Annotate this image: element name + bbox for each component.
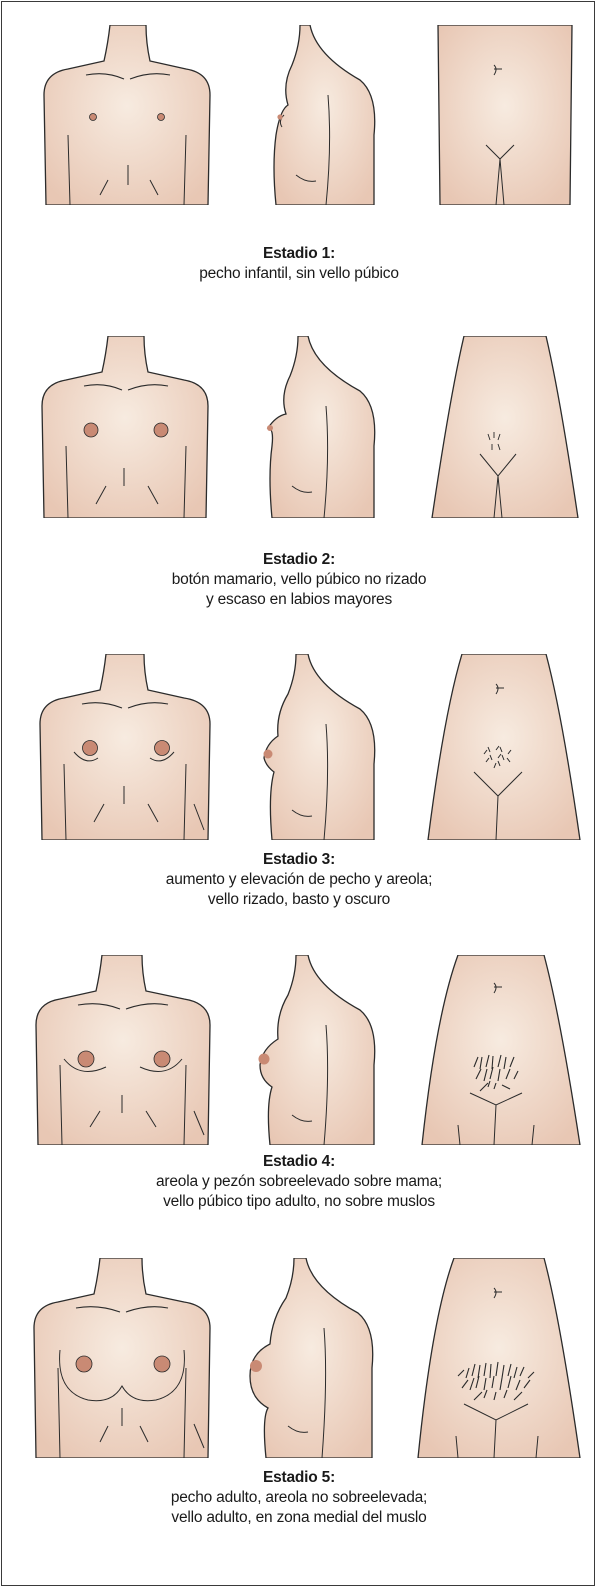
stage-2-desc-line-1: botón mamario, vello púbico no rizado — [0, 570, 598, 590]
stage-5-pubic — [414, 1258, 584, 1458]
stage-5-chest-front — [28, 1258, 216, 1458]
stage-3-desc-line-2: vello rizado, basto y oscuro — [0, 890, 598, 910]
stage-4-title: Estadio 4: — [0, 1152, 598, 1172]
stage-5-desc-line-1: pecho adulto, areola no sobreelevada; — [0, 1488, 598, 1508]
stage-4-desc-line-1: areola y pezón sobreelevado sobre mama; — [0, 1172, 598, 1192]
stage-1-desc-line-1: pecho infantil, sin vello púbico — [0, 264, 598, 284]
stage-3-chest-front — [34, 654, 216, 840]
stage-2-chest-front — [36, 336, 216, 518]
stage-4-pubic — [418, 955, 584, 1145]
stage-5-title: Estadio 5: — [0, 1468, 598, 1488]
stage-3-title: Estadio 3: — [0, 850, 598, 870]
stage-1-title: Estadio 1: — [0, 244, 598, 264]
stage-2-pubic — [428, 336, 582, 518]
stage-1-pubic — [432, 25, 578, 205]
stage-1-chest-side — [270, 25, 382, 205]
stage-4-desc-line-2: vello púbico tipo adulto, no sobre muslo… — [0, 1192, 598, 1212]
stage-5-chest-side — [248, 1258, 382, 1458]
stage-1-caption: Estadio 1: pecho infantil, sin vello púb… — [0, 244, 598, 284]
stage-4-chest-side — [258, 955, 382, 1145]
stage-3-pubic — [424, 654, 584, 840]
stage-2-desc-line-2: y escaso en labios mayores — [0, 590, 598, 610]
stage-5-desc-line-2: vello adulto, en zona medial del muslo — [0, 1508, 598, 1528]
stage-2-caption: Estadio 2: botón mamario, vello púbico n… — [0, 550, 598, 610]
stage-3-caption: Estadio 3: aumento y elevación de pecho … — [0, 850, 598, 910]
stage-3-desc-line-1: aumento y elevación de pecho y areola; — [0, 870, 598, 890]
stage-3-chest-side — [262, 654, 382, 840]
stage-2-chest-side — [266, 336, 382, 518]
stage-2-title: Estadio 2: — [0, 550, 598, 570]
stage-5-caption: Estadio 5: pecho adulto, areola no sobre… — [0, 1468, 598, 1528]
stage-1-chest-front — [38, 25, 216, 205]
stage-4-chest-front — [30, 955, 216, 1145]
stage-4-caption: Estadio 4: areola y pezón sobreelevado s… — [0, 1152, 598, 1212]
